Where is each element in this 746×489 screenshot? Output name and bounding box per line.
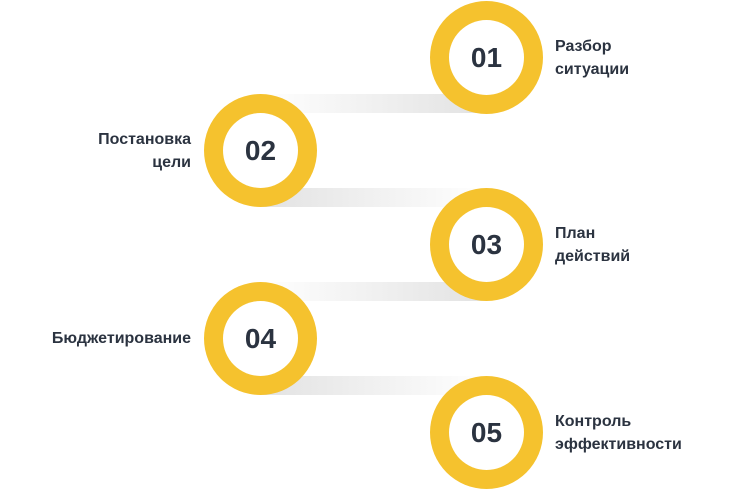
step-4-label: Бюджетирование [52, 327, 191, 350]
connector-3-4 [260, 282, 486, 301]
step-2-circle: 02 [204, 94, 317, 207]
step-1-label-line2: ситуации [555, 61, 630, 78]
step-1-circle: 01 [430, 1, 543, 114]
step-5-label: Контроль эффективности [555, 410, 682, 456]
step-2-label: Постановка цели [98, 128, 191, 174]
step-5-label-line2: эффективности [555, 436, 682, 453]
step-4-number: 04 [223, 301, 298, 376]
step-2-label-line2: цели [152, 154, 191, 171]
step-3-circle: 03 [430, 188, 543, 301]
step-3-number: 03 [449, 207, 524, 282]
step-3-label-line2: действий [555, 248, 631, 265]
step-2-number: 02 [223, 113, 298, 188]
step-3-label-line1: План [555, 225, 596, 242]
step-4-circle: 04 [204, 282, 317, 395]
step-5-number: 05 [449, 395, 524, 470]
step-1-number: 01 [449, 20, 524, 95]
step-5-label-line1: Контроль [555, 413, 632, 430]
step-5-circle: 05 [430, 376, 543, 489]
connector-1-2 [260, 94, 486, 113]
step-2-label-line1: Постановка [98, 131, 191, 148]
step-4-label-line1: Бюджетирование [51, 330, 191, 347]
connector-4-5 [260, 376, 486, 395]
step-1-label-line1: Разбор [555, 38, 612, 55]
connector-2-3 [260, 188, 486, 207]
step-3-label: План действий [555, 222, 630, 268]
step-1-label: Разбор ситуации [555, 35, 629, 81]
